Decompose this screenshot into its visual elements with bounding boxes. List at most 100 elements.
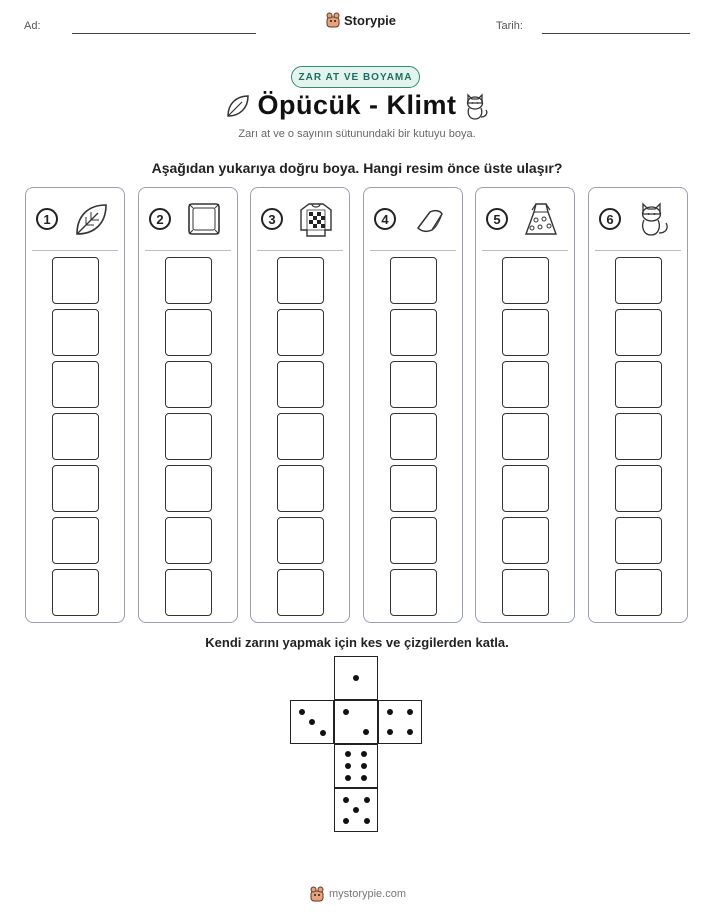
dice-pip xyxy=(344,774,351,781)
column-divider xyxy=(145,250,231,251)
dice-pip xyxy=(353,807,359,813)
coloring-box[interactable] xyxy=(502,309,549,356)
coloring-box[interactable] xyxy=(502,569,549,616)
dice-pip xyxy=(362,728,369,735)
column-number: 5 xyxy=(486,208,508,230)
column-number: 1 xyxy=(36,208,58,230)
dice-face-5 xyxy=(334,788,378,832)
coloring-box[interactable] xyxy=(390,361,437,408)
coloring-box[interactable] xyxy=(502,361,549,408)
coloring-box[interactable] xyxy=(52,569,99,616)
column-header: 2 xyxy=(139,198,237,243)
pillow-icon xyxy=(188,203,220,235)
column-number: 6 xyxy=(599,208,621,230)
column-header: 5 xyxy=(476,198,574,243)
column-header: 6 xyxy=(589,198,687,243)
date-label: Tarih: xyxy=(496,20,523,32)
dice-pip xyxy=(387,728,394,735)
footer: mystorypie.com xyxy=(310,886,406,902)
brand-logo: Storypie xyxy=(326,12,396,28)
leaf-icon xyxy=(227,95,249,117)
coloring-box[interactable] xyxy=(615,413,662,460)
coloring-box[interactable] xyxy=(390,569,437,616)
column-divider xyxy=(32,250,118,251)
coloring-box[interactable] xyxy=(52,309,99,356)
coloring-box[interactable] xyxy=(165,413,212,460)
brand-name: Storypie xyxy=(344,12,397,28)
page-title: Öpücük - Klimt xyxy=(257,90,457,120)
coloring-box[interactable] xyxy=(277,309,324,356)
coloring-box[interactable] xyxy=(615,517,662,564)
date-line xyxy=(542,33,690,34)
coloring-box[interactable] xyxy=(390,517,437,564)
coloring-box[interactable] xyxy=(615,257,662,304)
dice-pip xyxy=(319,729,326,736)
coloring-box[interactable] xyxy=(390,257,437,304)
coloring-box[interactable] xyxy=(277,413,324,460)
dice-pip xyxy=(361,763,368,769)
coloring-box[interactable] xyxy=(52,413,99,460)
coloring-box[interactable] xyxy=(615,309,662,356)
coloring-box[interactable] xyxy=(502,465,549,512)
dice-pip xyxy=(361,751,368,758)
coloring-box[interactable] xyxy=(615,361,662,408)
coloring-box[interactable] xyxy=(390,413,437,460)
coloring-box[interactable] xyxy=(165,361,212,408)
dice-pip xyxy=(387,709,394,716)
coloring-box[interactable] xyxy=(390,309,437,356)
coloring-box[interactable] xyxy=(390,465,437,512)
coloring-box[interactable] xyxy=(165,517,212,564)
coloring-box[interactable] xyxy=(165,465,212,512)
column-header: 4 xyxy=(364,198,462,243)
column-number: 4 xyxy=(374,208,396,230)
leaf-icon xyxy=(76,204,107,235)
dice-instruction: Kendi zarını yapmak için kes ve çizgiler… xyxy=(205,635,509,650)
dice-column-2: 2 xyxy=(138,187,238,623)
dice-face-2 xyxy=(334,700,378,744)
coloring-box[interactable] xyxy=(52,517,99,564)
dice-column-6: 6 xyxy=(588,187,688,623)
name-line xyxy=(72,33,256,34)
dice-pip xyxy=(343,709,350,716)
column-number: 2 xyxy=(149,208,171,230)
dice-pip xyxy=(363,817,370,824)
coloring-box[interactable] xyxy=(52,257,99,304)
column-divider xyxy=(595,250,681,251)
coloring-box[interactable] xyxy=(502,517,549,564)
coloring-box[interactable] xyxy=(165,309,212,356)
coloring-box[interactable] xyxy=(615,465,662,512)
dice-pip xyxy=(342,817,349,824)
dice-face-3 xyxy=(290,700,334,744)
dress-icon xyxy=(525,203,557,235)
coloring-box[interactable] xyxy=(165,257,212,304)
dice-pip xyxy=(406,728,413,735)
coloring-box[interactable] xyxy=(277,569,324,616)
sweater-icon xyxy=(300,203,332,237)
dice-face-4 xyxy=(378,700,422,744)
activity-badge: ZAR AT VE BOYAMA xyxy=(291,66,420,88)
coloring-box[interactable] xyxy=(277,257,324,304)
column-divider xyxy=(257,250,343,251)
column-number: 3 xyxy=(261,208,283,230)
column-divider xyxy=(482,250,568,251)
coloring-box[interactable] xyxy=(502,413,549,460)
dice-pip xyxy=(353,675,359,681)
footer-url: mystorypie.com xyxy=(329,888,407,900)
folded-cloth-icon xyxy=(417,209,443,233)
dice-pip xyxy=(406,709,413,716)
coloring-box[interactable] xyxy=(615,569,662,616)
coloring-box[interactable] xyxy=(52,465,99,512)
coloring-box[interactable] xyxy=(502,257,549,304)
page-subtitle: Zarı at ve o sayının sütunundaki bir kut… xyxy=(238,128,476,140)
coloring-box[interactable] xyxy=(277,361,324,408)
dice-pip xyxy=(361,774,368,781)
column-divider xyxy=(370,250,456,251)
dice-net xyxy=(290,656,425,834)
coloring-box[interactable] xyxy=(277,465,324,512)
column-header: 3 xyxy=(251,198,349,243)
dice-pip xyxy=(344,751,351,758)
coloring-box[interactable] xyxy=(165,569,212,616)
coloring-box[interactable] xyxy=(52,361,99,408)
coloring-box[interactable] xyxy=(277,517,324,564)
dice-pip xyxy=(298,708,305,715)
